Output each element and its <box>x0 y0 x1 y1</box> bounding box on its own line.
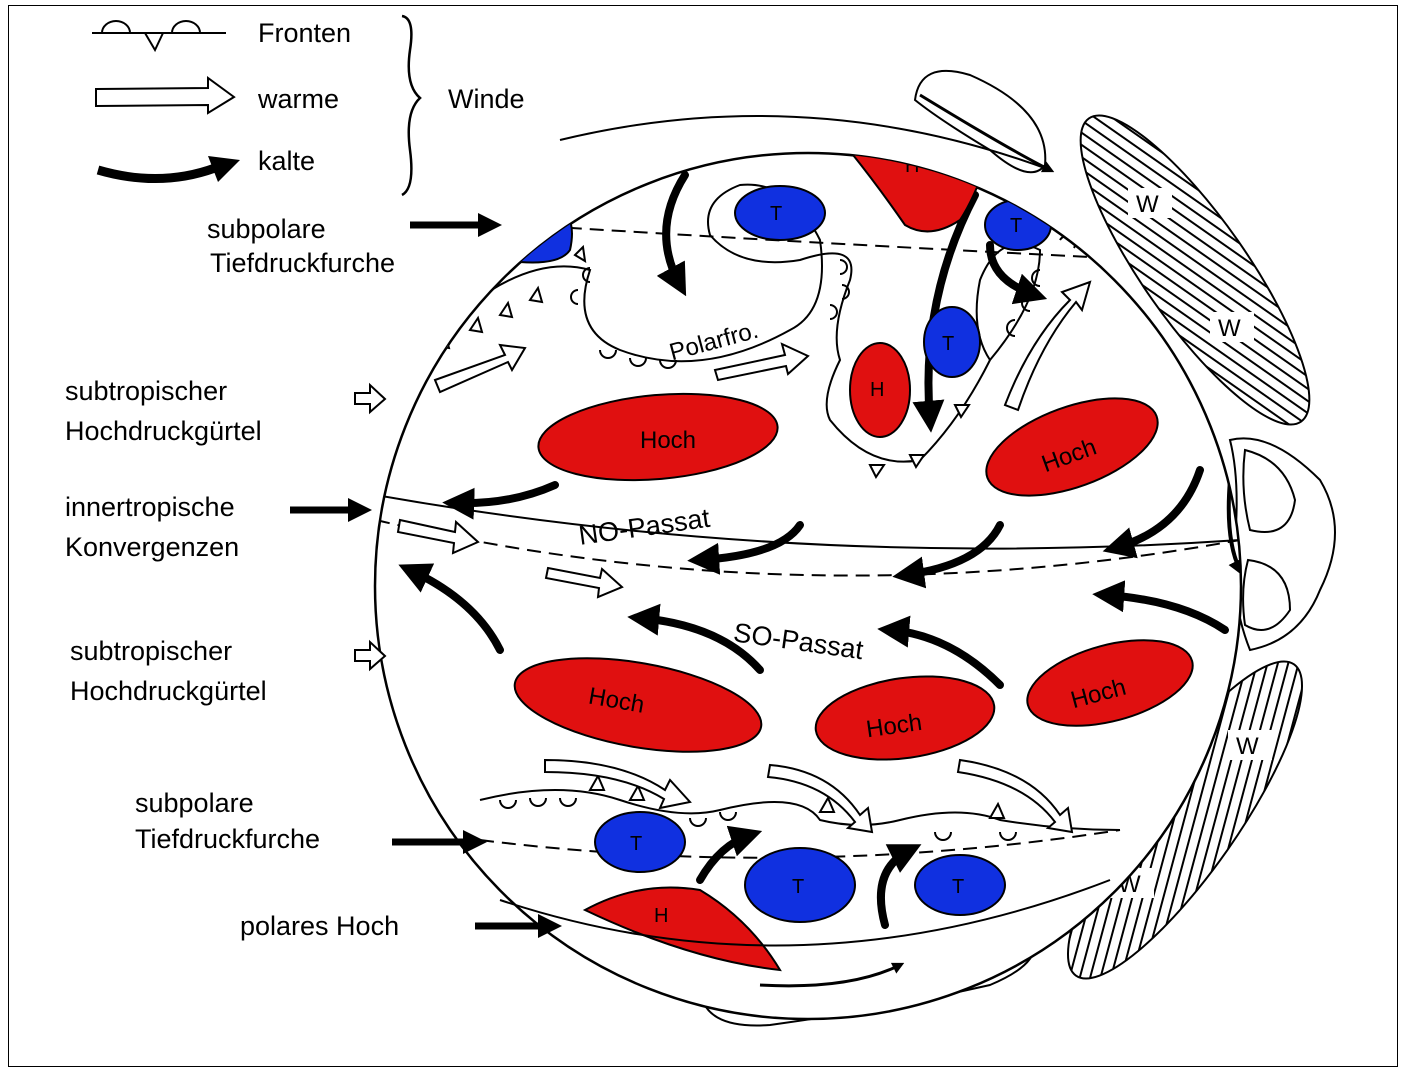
legend-cold-label: kalte <box>258 146 315 176</box>
subtrop-top-label-2: Hochdruckgürtel <box>65 416 262 446</box>
itc-label-1: innertropische <box>65 492 235 522</box>
subtrop-top-label-1: subtropischer <box>65 376 227 406</box>
w-label: W <box>1136 191 1159 218</box>
legend-brace <box>402 16 420 195</box>
legend: Fronten warme kalte Winde <box>92 16 525 195</box>
polar-high-label: polares Hoch <box>240 911 399 941</box>
t-label: T <box>1010 215 1022 237</box>
w-label: W <box>1236 733 1259 760</box>
itc-label-2: Konvergenzen <box>65 532 239 562</box>
t-label: T <box>792 876 804 898</box>
legend-warm-label: warme <box>257 84 339 114</box>
h-label: H <box>654 905 668 927</box>
t-label: T <box>630 833 642 855</box>
cold-wind-arrow-icon <box>98 156 240 182</box>
warm-wind-arrow-icon <box>96 78 234 113</box>
t-label: T <box>770 203 782 225</box>
w-label: W <box>1218 315 1241 342</box>
legend-winds-label: Winde <box>448 84 525 114</box>
front-symbol <box>92 21 226 50</box>
legend-fronts-label: Fronten <box>258 18 351 48</box>
subtrop-bottom-label-2: Hochdruckgürtel <box>70 676 267 706</box>
subpolar-bottom-label-2: Tiefdruckfurche <box>135 824 320 854</box>
subtrop-bottom-label-1: subtropischer <box>70 636 232 666</box>
subpolar-top-label-1: subpolare <box>207 214 326 244</box>
t-label: T <box>942 333 954 355</box>
high-label: Hoch <box>640 427 696 454</box>
h-label: H <box>870 379 884 401</box>
t-label: T <box>952 876 964 898</box>
pointer-arrow-white <box>355 385 385 412</box>
subpolar-top-label-2: Tiefdruckfurche <box>210 248 395 278</box>
subpolar-bottom-label-1: subpolare <box>135 788 254 818</box>
t-label: T <box>533 219 545 241</box>
